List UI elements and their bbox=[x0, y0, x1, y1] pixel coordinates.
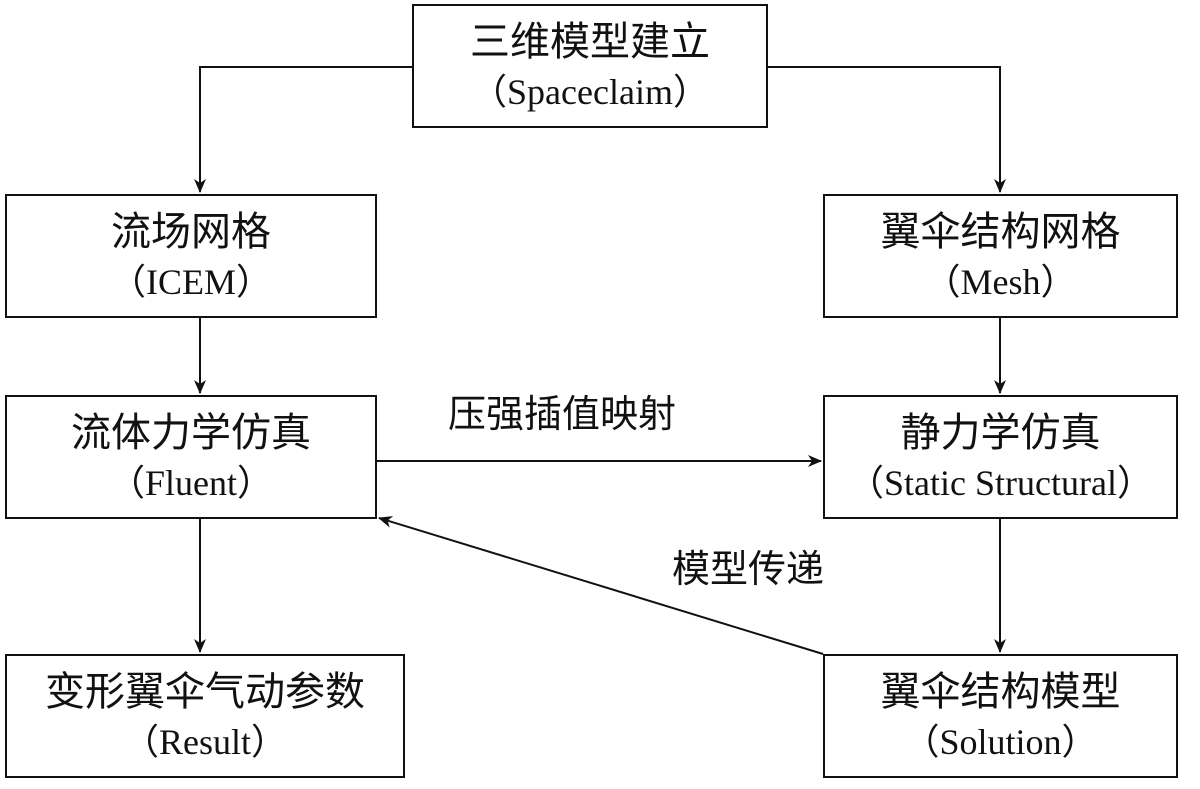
node-title: 翼伞结构网格 bbox=[880, 209, 1121, 255]
edge-label-model-transfer: 模型传递 bbox=[672, 547, 825, 591]
node-solution: 翼伞结构模型 （Solution） bbox=[823, 654, 1178, 778]
edge-label-pressure-mapping: 压强插值映射 bbox=[448, 392, 677, 436]
node-tool: （Spaceclaim） bbox=[471, 72, 709, 112]
node-tool: （Solution） bbox=[903, 722, 1098, 762]
node-title: 三维模型建立 bbox=[470, 19, 710, 65]
edge-spaceclaim-to-mesh bbox=[768, 66, 1006, 193]
node-title: 流场网格 bbox=[111, 209, 271, 255]
node-static-structural: 静力学仿真 （Static Structural） bbox=[823, 395, 1178, 519]
node-tool: （Static Structural） bbox=[848, 463, 1153, 503]
node-spaceclaim: 三维模型建立 （Spaceclaim） bbox=[412, 4, 768, 128]
node-tool: （Result） bbox=[122, 722, 287, 762]
node-icem: 流场网格 （ICEM） bbox=[5, 194, 377, 318]
node-tool: （ICEM） bbox=[109, 262, 272, 302]
node-mesh: 翼伞结构网格 （Mesh） bbox=[823, 194, 1178, 318]
node-tool: （Mesh） bbox=[924, 262, 1077, 302]
node-result: 变形翼伞气动参数 （Result） bbox=[5, 654, 405, 778]
edge-solution-to-fluent bbox=[378, 516, 824, 655]
node-title: 静力学仿真 bbox=[900, 410, 1101, 456]
node-tool: （Fluent） bbox=[108, 463, 273, 503]
node-title: 翼伞结构模型 bbox=[880, 669, 1121, 715]
node-fluent: 流体力学仿真 （Fluent） bbox=[5, 395, 377, 519]
edge-spaceclaim-to-icem bbox=[194, 66, 412, 193]
node-title: 流体力学仿真 bbox=[71, 410, 311, 456]
node-title: 变形翼伞气动参数 bbox=[45, 669, 365, 715]
